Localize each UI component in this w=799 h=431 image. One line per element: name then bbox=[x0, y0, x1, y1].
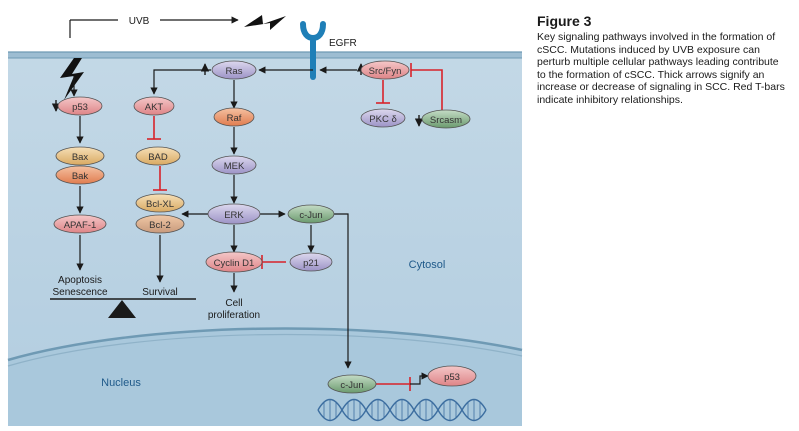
cytosol-label: Cytosol bbox=[409, 259, 446, 271]
node-akt-label: AKT bbox=[145, 102, 164, 113]
node-bax[interactable]: Bax bbox=[55, 146, 105, 166]
node-src-fyn-label: Src/Fyn bbox=[369, 66, 402, 77]
node-p53[interactable]: p53 bbox=[57, 96, 103, 116]
figure-caption: Figure 3 Key signaling pathways involved… bbox=[537, 12, 789, 107]
node-erk-label: ERK bbox=[224, 210, 244, 221]
node-nuclear-c-jun-label: c-Jun bbox=[340, 380, 363, 391]
uvb-label: UVB bbox=[129, 16, 150, 27]
node-nuclear-c-jun[interactable]: c-Jun bbox=[327, 374, 377, 394]
nuclear-membrane bbox=[7, 327, 523, 362]
node-bcl-xl[interactable]: Bcl-XL bbox=[135, 193, 185, 213]
node-mek[interactable]: MEK bbox=[211, 155, 257, 175]
node-p53-label: p53 bbox=[72, 102, 88, 113]
egfr-label: EGFR bbox=[329, 38, 357, 49]
node-p21-label: p21 bbox=[303, 258, 319, 269]
node-apaf1-label: APAF-1 bbox=[64, 220, 97, 231]
node-bcl-2-label: Bcl-2 bbox=[149, 220, 171, 231]
node-erk[interactable]: ERK bbox=[207, 203, 261, 225]
node-bak[interactable]: Bak bbox=[55, 165, 105, 185]
egfr-receptor-icon bbox=[300, 21, 326, 42]
node-bad-label: BAD bbox=[148, 152, 168, 163]
node-pkc-delta[interactable]: PKC δ bbox=[360, 108, 406, 128]
node-src-fyn[interactable]: Src/Fyn bbox=[360, 60, 410, 80]
nucleus-label: Nucleus bbox=[101, 377, 141, 389]
figure-caption-text: Key signaling pathways involved in the f… bbox=[537, 31, 785, 106]
signaling-pathway-diagram: UVB EGFR bbox=[7, 15, 523, 426]
figure-caption-title: Figure 3 bbox=[537, 13, 592, 29]
node-srcasm-label: Srcasm bbox=[430, 115, 462, 126]
node-c-jun-label: c-Jun bbox=[299, 210, 322, 221]
node-cyclin-d1-label: Cyclin D1 bbox=[214, 258, 255, 269]
nucleus-region bbox=[8, 328, 522, 426]
node-bak-label: Bak bbox=[72, 171, 89, 182]
node-bcl-2[interactable]: Bcl-2 bbox=[135, 214, 185, 234]
node-mek-label: MEK bbox=[224, 161, 245, 172]
node-apaf1[interactable]: APAF-1 bbox=[53, 214, 107, 234]
node-raf[interactable]: Raf bbox=[213, 107, 255, 127]
balance-fulcrum-icon bbox=[108, 300, 136, 318]
node-p21[interactable]: p21 bbox=[289, 252, 333, 272]
node-nuclear-p53[interactable]: p53 bbox=[427, 365, 477, 387]
node-raf-label: Raf bbox=[227, 113, 242, 124]
uvb-lightning-icon bbox=[244, 15, 286, 30]
cell-proliferation-label-2: proliferation bbox=[208, 310, 260, 321]
node-ras[interactable]: Ras bbox=[211, 60, 257, 80]
cell-proliferation-label-1: Cell bbox=[225, 298, 242, 309]
node-c-jun[interactable]: c-Jun bbox=[287, 204, 335, 224]
node-srcasm[interactable]: Srcasm bbox=[421, 109, 471, 129]
node-bad[interactable]: BAD bbox=[135, 146, 181, 166]
node-cyclin-d1[interactable]: Cyclin D1 bbox=[205, 251, 263, 273]
node-nuclear-p53-label: p53 bbox=[444, 372, 460, 383]
inhibition-bars bbox=[147, 63, 443, 391]
senescence-label: Senescence bbox=[52, 287, 107, 298]
apoptosis-label: Apoptosis bbox=[58, 275, 102, 286]
dna-damage-lightning-icon bbox=[60, 58, 84, 100]
node-pkc-delta-label: PKC δ bbox=[369, 114, 396, 125]
node-bax-label: Bax bbox=[72, 152, 89, 163]
node-ras-label: Ras bbox=[226, 66, 243, 77]
node-akt[interactable]: AKT bbox=[133, 96, 175, 116]
dna-helix-icon bbox=[317, 398, 487, 422]
survival-label: Survival bbox=[142, 287, 178, 298]
node-bcl-xl-label: Bcl-XL bbox=[146, 199, 174, 210]
plasma-membrane bbox=[8, 52, 522, 58]
